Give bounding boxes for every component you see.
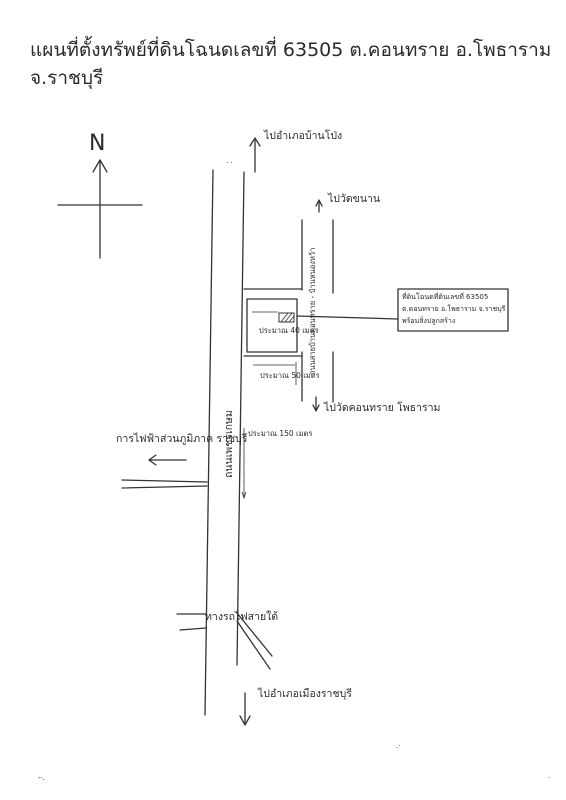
legend-leader-line [296,315,399,320]
northeast-arrow-icon [315,199,323,207]
direction-north-road: ไปอำเภอบ้านโป่ง [263,129,342,142]
west-road-top-edge [121,479,208,483]
northeast-direction: ไปวัดขนาน [315,192,380,213]
south-direction: ไปอำเภอเมืองราชบุรี [239,687,352,726]
plot-area: ประมาณ 40 เมตร [246,298,319,353]
map-title-line1: แผนที่ตั้งทรัพย์ที่ดินโฉนดเลขที่ 63505 ต… [30,36,551,61]
west-direction: การไฟฟ้าส่วนภูมิภาค ราชบุรี [116,432,248,466]
distance-plot: ประมาณ 40 เมตร [259,326,319,335]
direction-northeast: ไปวัดขนาน [327,192,380,205]
plot-marker [278,312,295,323]
direction-south: ไปอำเภอเมืองราชบุรี [257,687,352,700]
distance-to-plot-label: ประมาณ 50 เมตร [260,371,320,380]
legend-line2: ต.ดอนทราย อ.โพธาราม จ.ราชบุรี [402,304,506,313]
west-road-bottom-edge [121,485,208,489]
north-dots: . . [226,157,233,165]
main-road [121,169,245,716]
north-arrow-head-icon [92,159,108,173]
distance-to-plot: ประมาณ 50 เมตร [253,362,320,385]
legend-box-frame [397,288,509,332]
side-road-label: ถนนสายบ้านดอนทราย - บ้านหนองหว้า [308,248,317,375]
southeast-direction: ไปวัดคอนทราย โพธาราม [312,396,440,414]
direction-west: การไฟฟ้าส่วนภูมิภาค ราชบุรี [116,432,248,445]
direction-southeast: ไปวัดคอนทราย โพธาราม [323,401,440,414]
railway-line-left-lower [179,627,207,631]
north-arrow: N [57,131,143,259]
stray-mark-right: · [548,774,550,782]
plot-boundary [246,298,298,353]
legend-box: ที่ดินโฉนดที่ดินเลขที่ 63505 ต.ดอนทราย อ… [397,288,509,332]
south-arrow-icon [239,715,251,726]
stray-mark: .· [396,742,400,750]
legend-line1: ที่ดินโฉนดที่ดินเลขที่ 63505 [402,292,488,301]
distance-along-main: ประมาณ 150 เมตร [241,428,312,500]
stray-mark-left: -·. [38,774,45,782]
main-road-right-edge [236,171,245,666]
railway-line-upper [236,612,273,657]
main-road-label: ถนนเพชรเกษม [223,410,235,478]
distance-along-main-label: ประมาณ 150 เมตร [248,429,312,438]
west-arrow-icon [148,454,157,466]
main-road-left-edge [204,169,214,716]
north-road-arrow-icon [249,137,261,147]
railway: ทางรถไฟสายใต้ [176,610,278,670]
north-direction: . . ไปอำเภอบ้านโป่ง [226,129,342,173]
southeast-arrow-icon [312,404,320,412]
map-title-line2: จ.ราชบุรี [30,67,103,90]
railway-label: ทางรถไฟสายใต้ [205,610,278,623]
railway-line-lower [236,620,271,670]
north-label: N [89,131,105,156]
side-road [243,219,334,403]
legend-line3: พร้อมสิ่งปลูกสร้าง [402,316,455,325]
